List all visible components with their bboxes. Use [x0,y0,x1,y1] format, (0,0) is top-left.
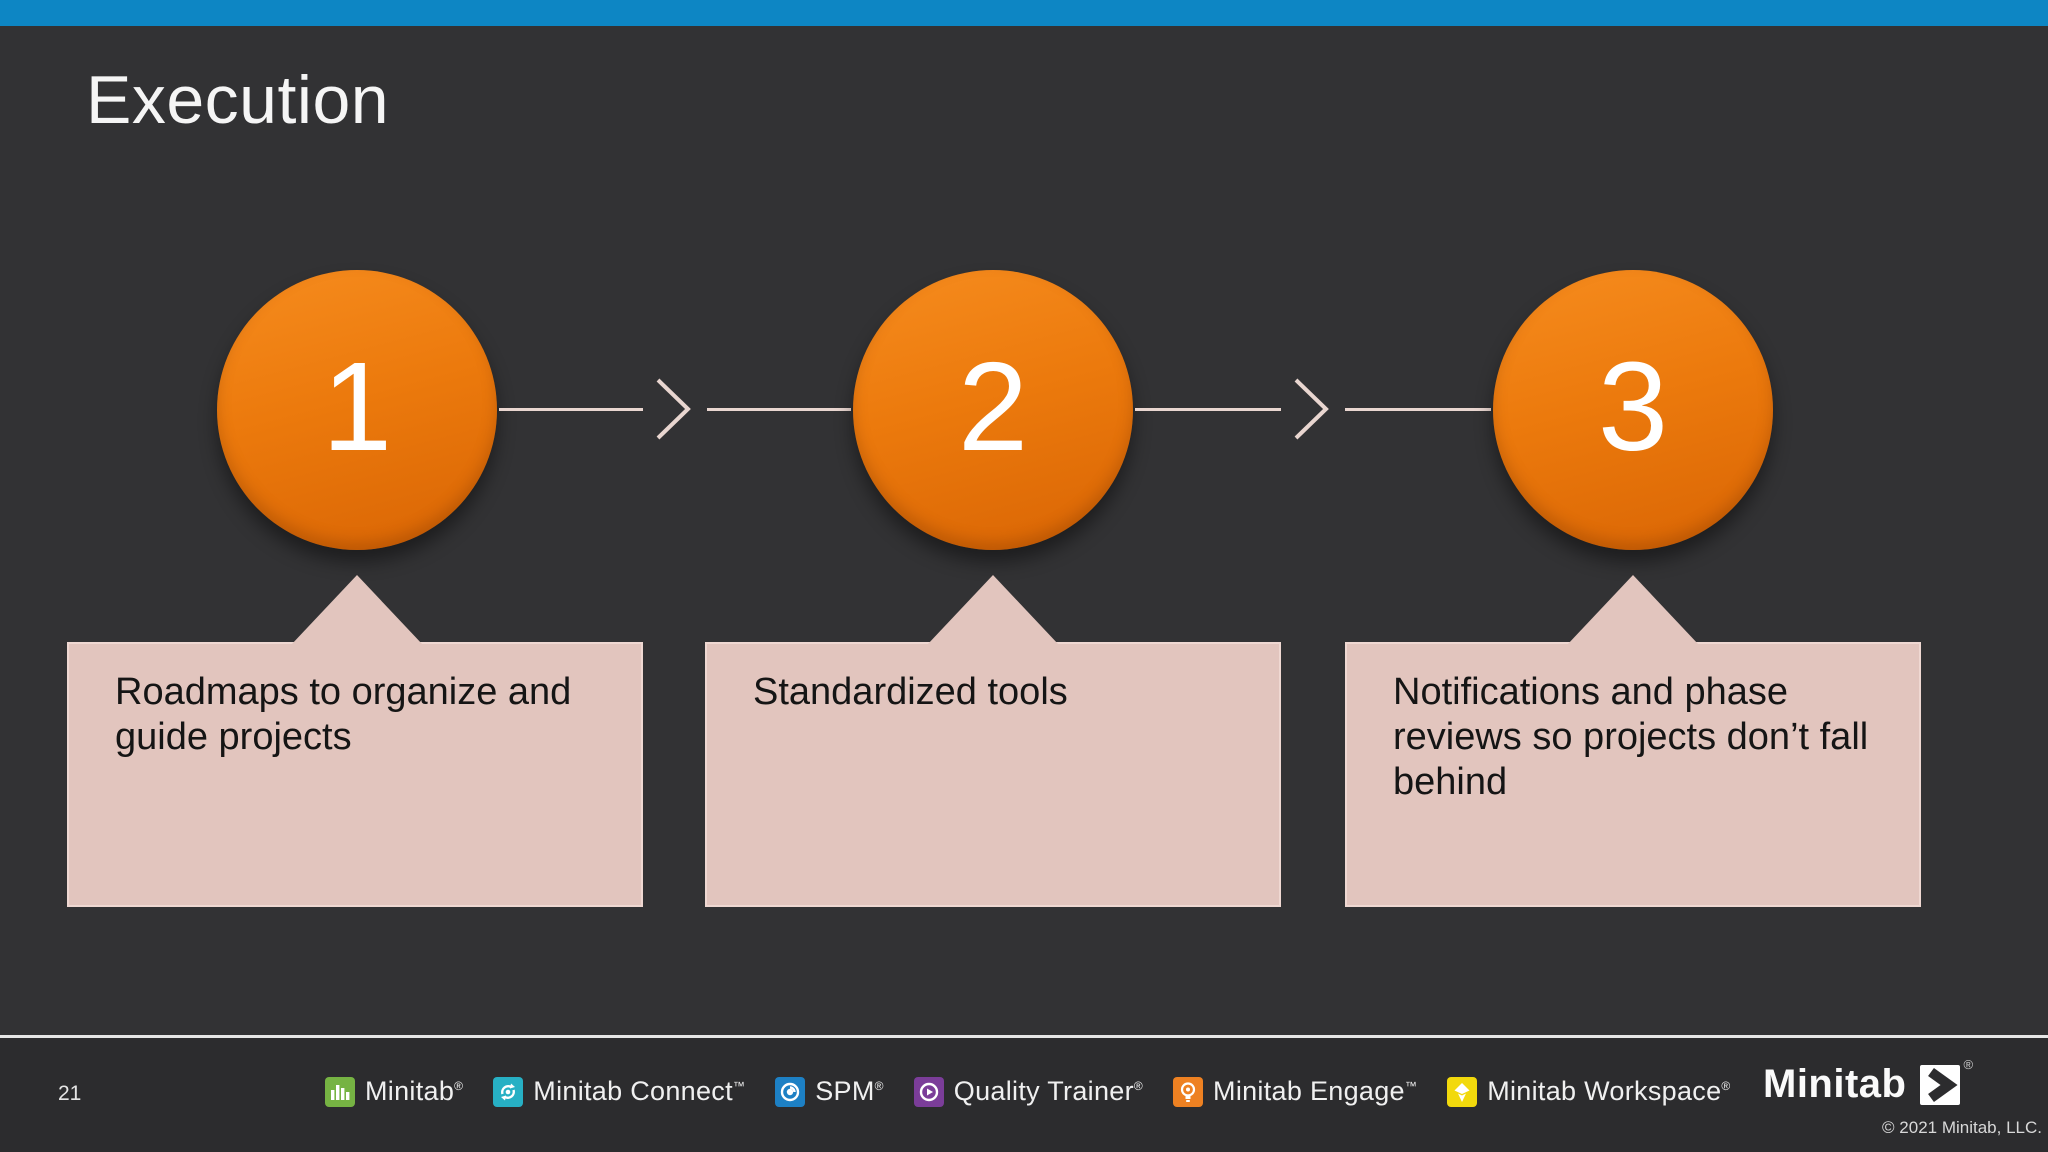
trademark-symbol: ® [454,1079,464,1093]
callout-box: Notifications and phase reviews so proje… [1345,642,1921,907]
step-circle: 3 [1493,270,1773,550]
trademark-symbol: ® [1721,1079,1731,1093]
product-label: Quality Trainer [953,1076,1134,1106]
connector-1 [499,377,851,441]
brand-logo: Minitab ® [1763,1058,1973,1110]
product-label: Minitab Engage [1213,1076,1405,1106]
callout-text: Notifications and phase reviews so proje… [1393,671,1869,803]
trademark-symbol: ® [874,1079,884,1093]
trademark-symbol: ™ [1404,1079,1418,1093]
connector-line [707,407,851,411]
callout-pointer [927,575,1059,645]
connector-line [1345,407,1491,411]
kite-icon [1447,1076,1478,1107]
top-accent-bar [0,0,2048,26]
product-minitab: Minitab® [325,1076,463,1107]
chevron-logo-icon [1920,1065,1961,1105]
registered-symbol: ® [1963,1057,1974,1072]
step-number: 2 [957,336,1029,477]
chevron-right-icon [656,378,691,440]
step-number: 1 [321,336,393,477]
product-minitab-engage: Minitab Engage™ [1173,1076,1417,1107]
callout-pointer [1567,575,1699,645]
step-circle: 1 [217,270,497,550]
footer-divider [0,1035,2048,1038]
connector-2 [1135,377,1491,441]
callout-box: Standardized tools [705,642,1281,907]
brand-wordmark: Minitab [1763,1062,1907,1106]
product-minitab-workspace: Minitab Workspace® [1447,1076,1730,1107]
swirl-circle-icon [775,1076,806,1107]
lightbulb-icon [1173,1076,1204,1107]
callout-text: Roadmaps to organize and guide projects [115,671,572,758]
connector-line [1135,407,1281,411]
product-quality-trainer: Quality Trainer® [913,1076,1144,1107]
callout-pointer [291,575,423,645]
product-spm: SPM® [775,1076,884,1107]
copyright: © 2021 Minitab, LLC. [1882,1118,2042,1137]
product-label: SPM [815,1076,875,1106]
product-label: Minitab Workspace [1487,1076,1722,1106]
sync-arrows-icon [493,1076,524,1107]
callout-box: Roadmaps to organize and guide projects [67,642,643,907]
trademark-symbol: ™ [732,1079,746,1093]
step-circle: 2 [853,270,1133,550]
play-circle-icon [913,1076,944,1107]
trademark-symbol: ® [1133,1079,1144,1093]
callout-text: Standardized tools [753,671,1068,713]
chevron-right-icon [1294,378,1329,440]
product-label: Minitab Connect [533,1076,733,1106]
page-number: 21 [58,1082,82,1105]
product-label: Minitab [365,1076,455,1106]
connector-line [499,407,643,411]
page-title: Execution [86,62,390,138]
step-number: 3 [1597,336,1669,477]
bar-chart-icon [325,1076,355,1107]
product-logo-strip: Minitab® Minitab Connect™ SPM® [325,1076,1731,1107]
product-minitab-connect: Minitab Connect™ [493,1076,745,1107]
